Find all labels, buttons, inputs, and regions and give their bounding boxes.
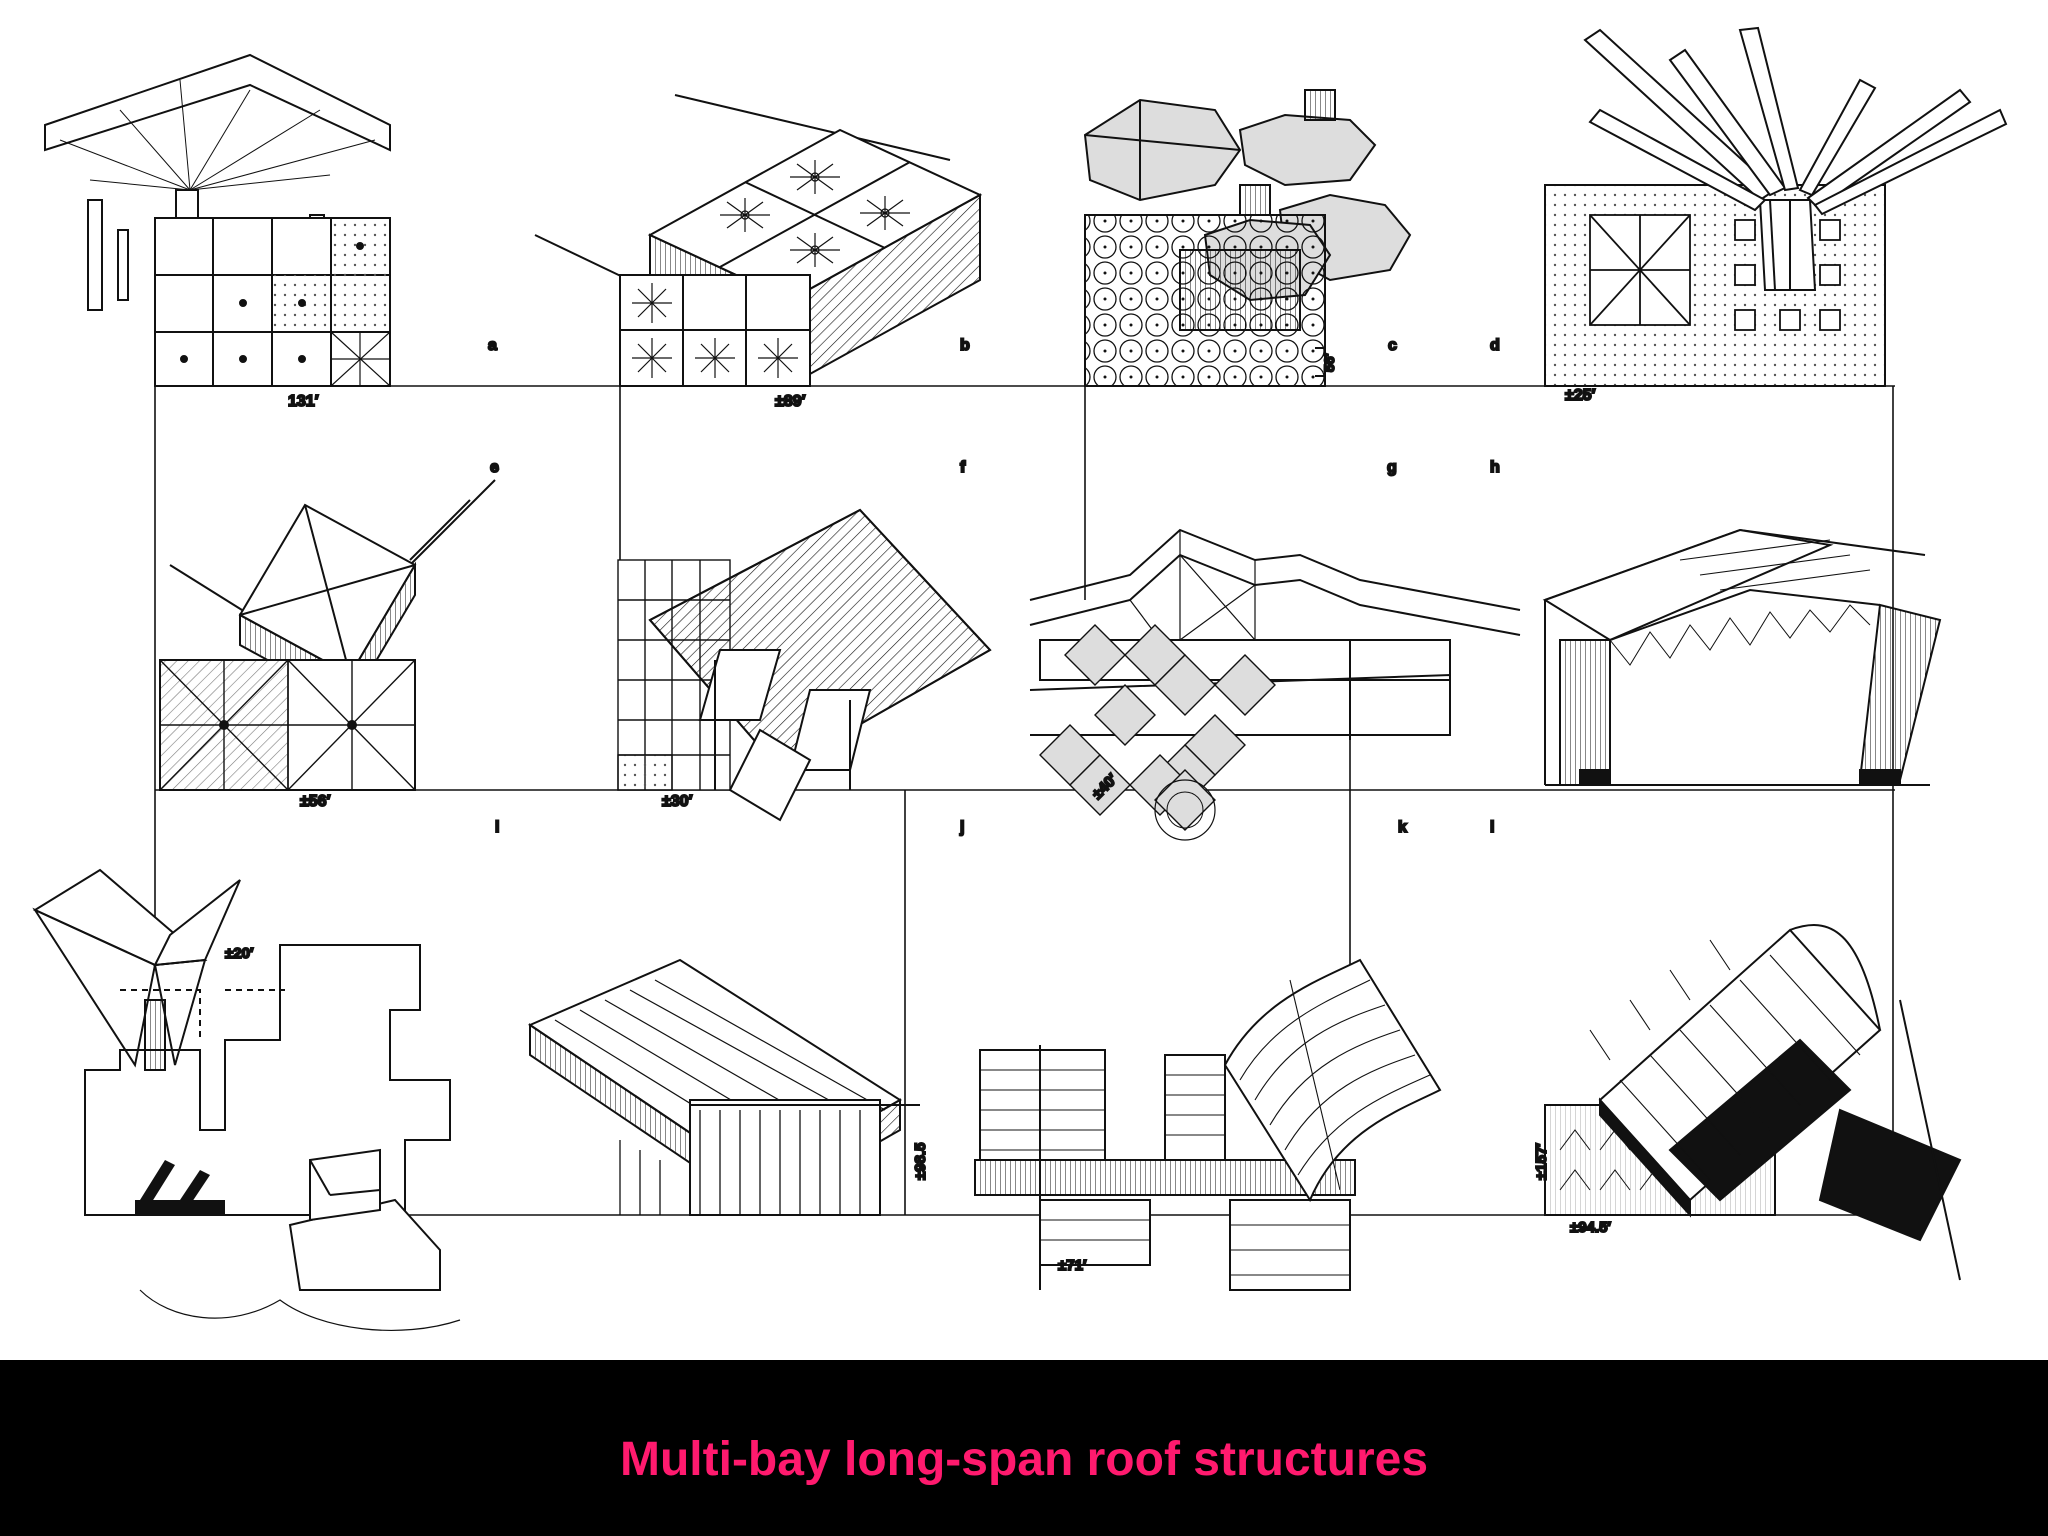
panel-a-dimension: 131′ (288, 393, 319, 410)
panel-l-label: l (1490, 819, 1494, 836)
panel-h-drawing (1542, 528, 1942, 786)
panel-j-label: j (959, 819, 964, 836)
panel-b-label: b (960, 337, 970, 354)
slide-title: Multi-bay long-span roof structures (619, 1433, 1429, 1486)
panel-j-dimension: ±98.5 (912, 1143, 929, 1180)
panel-i-drawing (32, 868, 461, 1332)
panel-f-dimension: ±30′ (662, 793, 693, 810)
panel-f-label: f (960, 459, 966, 476)
panel-i-label: i (495, 819, 499, 836)
panel-c-label: c (1388, 337, 1397, 354)
panel-d-drawing (1544, 26, 2008, 387)
panel-c-drawing (1083, 89, 1412, 387)
panel-l-drawing (1544, 924, 1962, 1281)
panel-c-dimension: 56′ (1321, 352, 1337, 372)
panel-b-drawing (534, 94, 983, 387)
panel-e-drawing (159, 479, 496, 791)
panel-b-dimension: ±89′ (775, 393, 806, 410)
roof-structures-drawing: a 131′ b ±89′ (32, 26, 2008, 1332)
panel-k-drawing (974, 958, 1442, 1291)
panel-l-dimension: ±157′ (1533, 1143, 1550, 1180)
panel-d-label: d (1490, 337, 1500, 354)
panel-j-drawing (527, 958, 920, 1216)
panel-g-label: g (1387, 459, 1397, 476)
panel-k-dimension: ±71′ (1058, 1257, 1087, 1274)
panel-d-dimension: ±25′ (1565, 387, 1596, 404)
panel-k-label: k (1398, 819, 1407, 836)
panel-a-label: a (488, 337, 497, 354)
panel-a-drawing (44, 53, 391, 387)
panel-e-label: e (490, 459, 499, 476)
panel-g-drawing (1029, 528, 1521, 841)
panel-h-label: h (1490, 459, 1500, 476)
panel-i-dimension: ±20′ (225, 945, 254, 962)
caption-bar: Multi-bay long-span roof structures (0, 1360, 2048, 1536)
panel-e-dimension: ±56′ (300, 793, 331, 810)
panel-f-drawing (617, 508, 992, 822)
panel-l-dimension-secondary: ±94.5′ (1570, 1219, 1611, 1236)
